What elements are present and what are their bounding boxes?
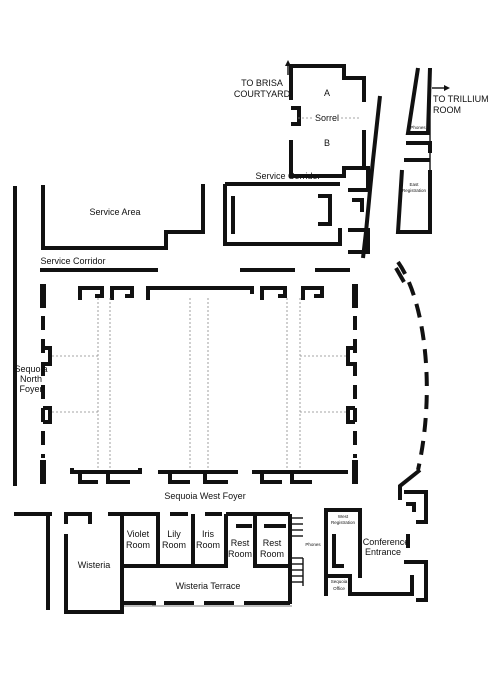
iris-label-1: Iris <box>202 529 214 539</box>
sequoia-west-foyer-label: Sequoia West Foyer <box>164 491 245 501</box>
service-area-label: Service Area <box>89 207 140 217</box>
sorrel-a-label: A <box>324 88 330 98</box>
to-trillium-label: TO TRILLIUM <box>433 94 489 104</box>
sequoia-office-label-1: Sequoia <box>331 579 348 584</box>
arrow-right-icon <box>444 85 450 91</box>
sequoia-ballroom[interactable] <box>40 284 358 484</box>
phones-east-label: Phones <box>410 125 426 130</box>
trillium-room-label: ROOM <box>433 105 461 115</box>
service-area: Service Area <box>41 184 205 250</box>
wisteria-label: Wisteria <box>78 560 111 570</box>
east-registration-label-1: East <box>409 182 419 187</box>
rest-room-2-label-1: Rest <box>263 538 282 548</box>
iris-label-2: Room <box>196 540 220 550</box>
sequoia-north-label-3: Foyer <box>19 384 42 394</box>
sequoia-north-foyer: Sequoia North Foyer <box>14 364 47 394</box>
conference-entrance[interactable]: Conference Entrance <box>363 490 428 602</box>
service-corridor-north: Service Corridor <box>223 171 342 246</box>
sequoia-north-label-2: North <box>20 374 42 384</box>
rest-room-2-label-2: Room <box>260 549 284 559</box>
east-curved-corridor <box>396 260 429 471</box>
rest-room-1-label-2: Room <box>228 549 252 559</box>
stairs <box>291 517 304 586</box>
sorrel-b-label: B <box>324 138 330 148</box>
service-corridor-left-label: Service Corridor <box>40 256 105 266</box>
service-corridor-top-label: Service Corridor <box>255 171 320 181</box>
rest-room-1-label-1: Rest <box>231 538 250 548</box>
south-rooms <box>14 512 292 614</box>
violet-label-2: Room <box>126 540 150 550</box>
courtyard-label: COURTYARD <box>234 89 291 99</box>
sequoia-office-label-2: Office <box>333 586 345 591</box>
service-stubs <box>348 166 370 254</box>
arrow-up-icon <box>285 60 291 66</box>
lily-label-2: Room <box>162 540 186 550</box>
west-registration-block: West Registration Sequoia Office <box>324 508 414 596</box>
east-registration-label-2: Registration <box>402 188 427 193</box>
east-corridor: Phones East Registration <box>361 67 432 259</box>
to-brisa-courtyard-sign: TO BRISA COURTYARD <box>234 60 291 99</box>
west-registration-label-1: West <box>338 514 349 519</box>
phones-west-label: Phones <box>305 542 321 547</box>
lily-label-1: Lily <box>167 529 181 539</box>
sorrel-room[interactable]: A Sorrel B <box>289 64 366 178</box>
sequoia-north-label-1: Sequoia <box>14 364 47 374</box>
conference-label-1: Conference <box>363 537 410 547</box>
west-registration-label-2: Registration <box>331 520 356 525</box>
sorrel-label: Sorrel <box>315 113 339 123</box>
to-trillium-room-sign: TO TRILLIUM ROOM <box>432 85 489 115</box>
conference-label-2: Entrance <box>365 547 401 557</box>
violet-label-1: Violet <box>127 529 150 539</box>
wisteria-terrace-label: Wisteria Terrace <box>176 581 241 591</box>
to-brisa-label: TO BRISA <box>241 78 283 88</box>
